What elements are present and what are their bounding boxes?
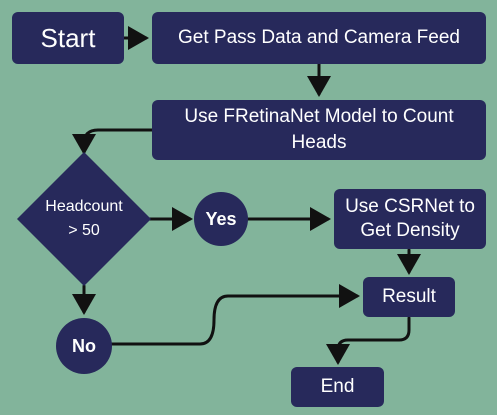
get-data-node: Get Pass Data and Camera Feed bbox=[152, 12, 486, 64]
end-label: End bbox=[320, 376, 355, 397]
connector-result-to-end bbox=[326, 316, 411, 365]
csrnet-label: Use CSRNet to Get Density bbox=[345, 196, 475, 241]
yes-node: Yes bbox=[194, 192, 248, 246]
no-label: No bbox=[72, 335, 96, 356]
start-label: Start bbox=[40, 22, 96, 53]
retina-label: Use FRetinaNet Model to Count Heads bbox=[184, 106, 454, 153]
decision-diamond bbox=[17, 152, 151, 286]
csrnet-node: Use CSRNet to Get Density bbox=[334, 189, 486, 249]
result-node: Result bbox=[363, 277, 455, 317]
start-node: Start bbox=[12, 12, 124, 64]
decision-label-line1: Headcount bbox=[45, 198, 123, 215]
no-node: No bbox=[56, 318, 112, 374]
decision-label: Headcount > 50 bbox=[24, 195, 144, 243]
decision-label-line2: > 50 bbox=[68, 222, 100, 239]
connector-no-to-result bbox=[109, 284, 360, 346]
connector-retina-to-decision bbox=[72, 128, 154, 155]
retina-node: Use FRetinaNet Model to Count Heads bbox=[152, 100, 486, 160]
yes-label: Yes bbox=[205, 208, 237, 229]
end-node: End bbox=[291, 367, 384, 407]
result-label: Result bbox=[382, 286, 436, 307]
get-data-label: Get Pass Data and Camera Feed bbox=[178, 27, 460, 48]
